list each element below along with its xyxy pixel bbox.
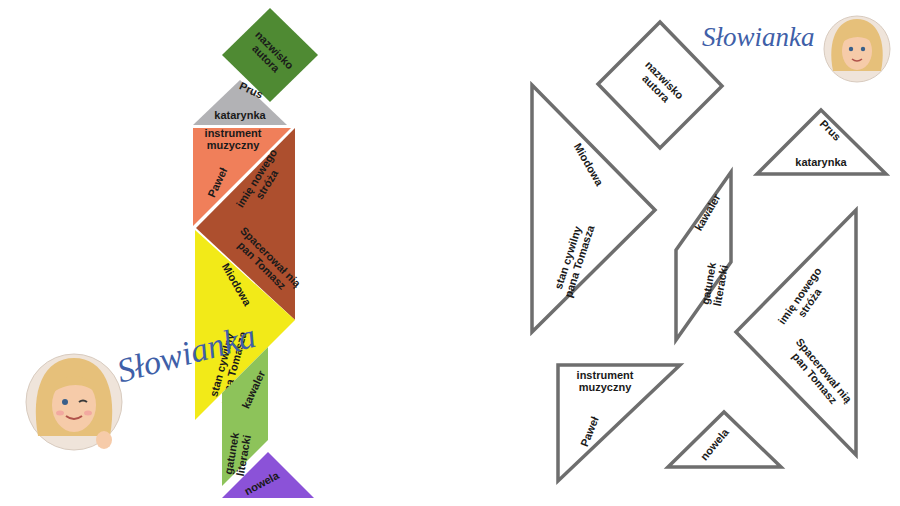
tangram-piece: imię nowego stróżaSpacerował nią pan Tom… <box>736 210 856 455</box>
watermark-name: Słowianka <box>702 22 815 53</box>
piece-shape <box>668 412 781 467</box>
tangram-piece: Pruskatarynka <box>193 80 287 125</box>
piece-outline <box>676 172 731 340</box>
piece-shape <box>757 110 886 174</box>
piece-text: instrument muzyczny <box>193 128 273 151</box>
avatar <box>26 354 122 450</box>
piece-text: instrument muzyczny <box>565 370 645 393</box>
piece-text: katarynka <box>205 110 275 122</box>
tangram-piece: Pruskatarynka <box>757 110 886 174</box>
piece-text: katarynka <box>786 157 856 169</box>
piece-shape <box>736 210 856 455</box>
tangram-piece: instrument muzycznyPaweł <box>558 365 680 481</box>
tangram-piece: nowela <box>668 412 781 467</box>
tangram-piece: Miodowastan cywilny pana Tomasza <box>532 85 655 332</box>
piece-shape <box>558 365 680 481</box>
avatar <box>824 16 890 82</box>
piece-outline <box>736 210 856 455</box>
tangram-piece: kawalergatunek literacki <box>676 172 731 340</box>
piece-shape <box>676 172 731 340</box>
piece-outline <box>532 85 655 332</box>
tangram-piece: nowela <box>222 452 314 498</box>
piece-shape <box>532 85 655 332</box>
